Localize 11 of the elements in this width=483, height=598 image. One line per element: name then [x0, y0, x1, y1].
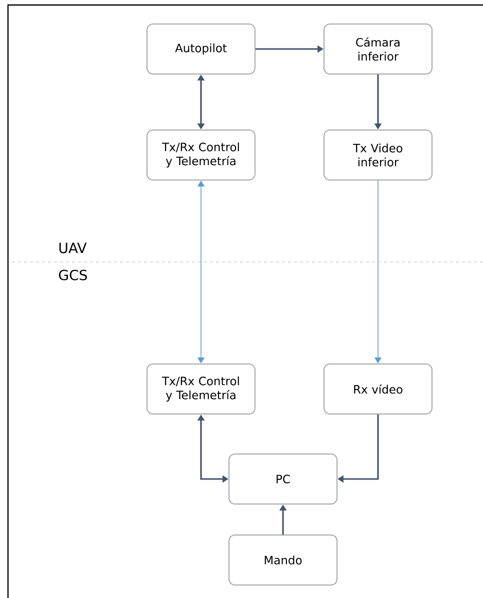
zone-label: GCS: [58, 270, 87, 280]
process-box: Cámara inferior: [324, 24, 432, 74]
process-box: Tx Video inferior: [324, 130, 432, 180]
process-box: Autopilot: [146, 24, 256, 74]
process-box: PC: [228, 454, 338, 504]
process-box: Rx vídeo: [324, 364, 432, 414]
process-box: Mando: [228, 534, 338, 586]
arrow: [197, 180, 205, 364]
zone-label: UAV: [59, 242, 87, 254]
process-box: Tx/Rx Control y Telemetría: [146, 364, 256, 414]
process-box: Tx/Rx Control y Telemetría: [146, 130, 256, 180]
